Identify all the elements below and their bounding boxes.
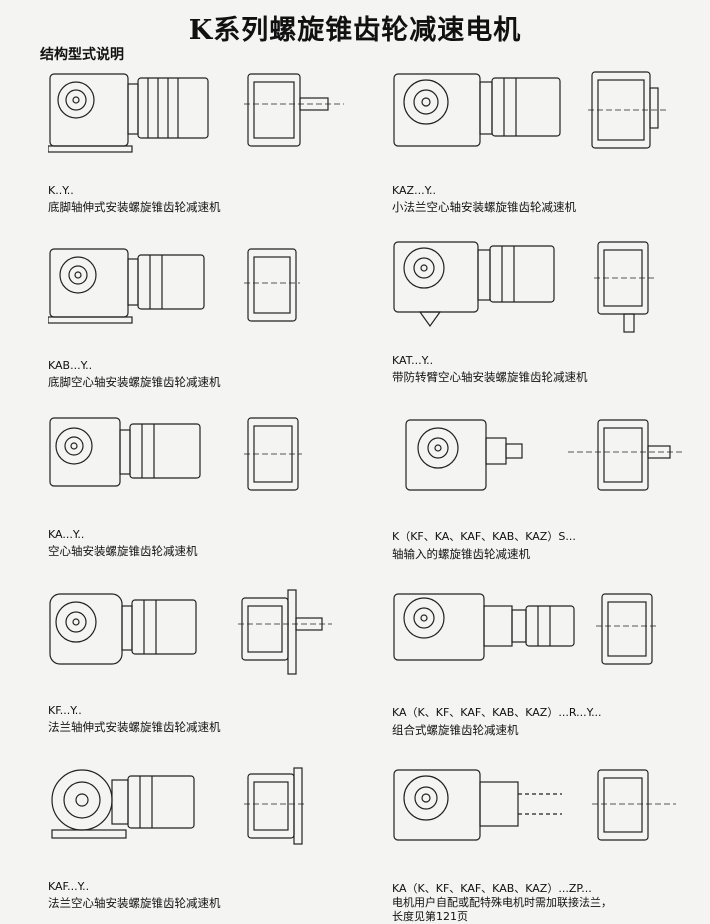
item-description: 空心轴安装螺旋锥齿轮减速机 [48, 544, 198, 558]
item-code: K..Y.. [48, 184, 74, 197]
item-description: 组合式螺旋锥齿轮减速机 [392, 723, 519, 737]
item-kab-y: KAB...Y.. 底脚空心轴安装螺旋锥齿轮减速机 [48, 243, 378, 390]
item-description: 底脚空心轴安装螺旋锥齿轮减速机 [48, 375, 221, 389]
item-k-s: K（KF、KA、KAF、KAB、KAZ）S... 轴输入的螺旋锥齿轮减速机 [392, 412, 710, 562]
gearmotor-drawing-combined [392, 588, 710, 698]
item-description: 带防转臂空心轴安装螺旋锥齿轮减速机 [392, 370, 588, 384]
section-subtitle: 结构型式说明 [40, 47, 124, 63]
gearmotor-drawing-flange-hollow [48, 764, 378, 874]
item-description: 电机用户自配或配特殊电机时需加联接法兰， [392, 896, 612, 909]
item-code: K（KF、KA、KAF、KAB、KAZ）S... [392, 530, 576, 543]
item-code: KAT...Y.. [392, 354, 434, 367]
item-code: KAB...Y.. [48, 359, 93, 372]
item-kf-y: KF...Y.. 法兰轴伸式安装螺旋锥齿轮减速机 [48, 588, 378, 735]
gearmotor-drawing-small-flange [392, 68, 710, 178]
item-code: KAZ...Y.. [392, 184, 437, 197]
item-kaz-y: KAZ...Y.. 小法兰空心轴安装螺旋锥齿轮减速机 [392, 68, 710, 215]
item-description: 法兰轴伸式安装螺旋锥齿轮减速机 [48, 720, 221, 734]
gearmotor-drawing-foot-hollow [48, 243, 378, 353]
gearmotor-drawing-foot-mounted [48, 68, 378, 178]
item-ka-r-y: KA（K、KF、KAF、KAB、KAZ）...R...Y... 组合式螺旋锥齿轮… [392, 588, 710, 738]
item-kat-y: KAT...Y.. 带防转臂空心轴安装螺旋锥齿轮减速机 [392, 238, 710, 385]
item-k-y: K..Y.. 底脚轴伸式安装螺旋锥齿轮减速机 [48, 68, 378, 215]
item-kaf-y: KAF...Y.. 法兰空心轴安装螺旋锥齿轮减速机 [48, 764, 378, 911]
item-code: KA（K、KF、KAF、KAB、KAZ）...ZP... [392, 882, 592, 895]
item-ka-zp: KA（K、KF、KAF、KAB、KAZ）...ZP... 电机用户自配或配特殊电… [392, 764, 710, 924]
item-code: KF...Y.. [48, 704, 82, 717]
item-code: KAF...Y.. [48, 880, 90, 893]
item-description: 小法兰空心轴安装螺旋锥齿轮减速机 [392, 200, 576, 214]
page-title: K系列螺旋锥齿轮减速电机 [188, 15, 522, 46]
item-ka-y: KA...Y.. 空心轴安装螺旋锥齿轮减速机 [48, 412, 378, 559]
item-code: KA（K、KF、KAF、KAB、KAZ）...R...Y... [392, 706, 602, 719]
item-description: 轴输入的螺旋锥齿轮减速机 [392, 547, 530, 561]
gearmotor-drawing-adapter-flange [392, 764, 710, 874]
item-description: 底脚轴伸式安装螺旋锥齿轮减速机 [48, 200, 221, 214]
item-code: KA...Y.. [48, 528, 85, 541]
gearmotor-drawing-input-shaft [392, 412, 710, 522]
item-description-note: 长度见第121页 [392, 910, 468, 923]
gearmotor-drawing-torque-arm [392, 238, 710, 348]
gearmotor-drawing-flange-shaft [48, 588, 378, 698]
item-description: 法兰空心轴安装螺旋锥齿轮减速机 [48, 896, 221, 910]
gearmotor-drawing-hollow-shaft [48, 412, 378, 522]
